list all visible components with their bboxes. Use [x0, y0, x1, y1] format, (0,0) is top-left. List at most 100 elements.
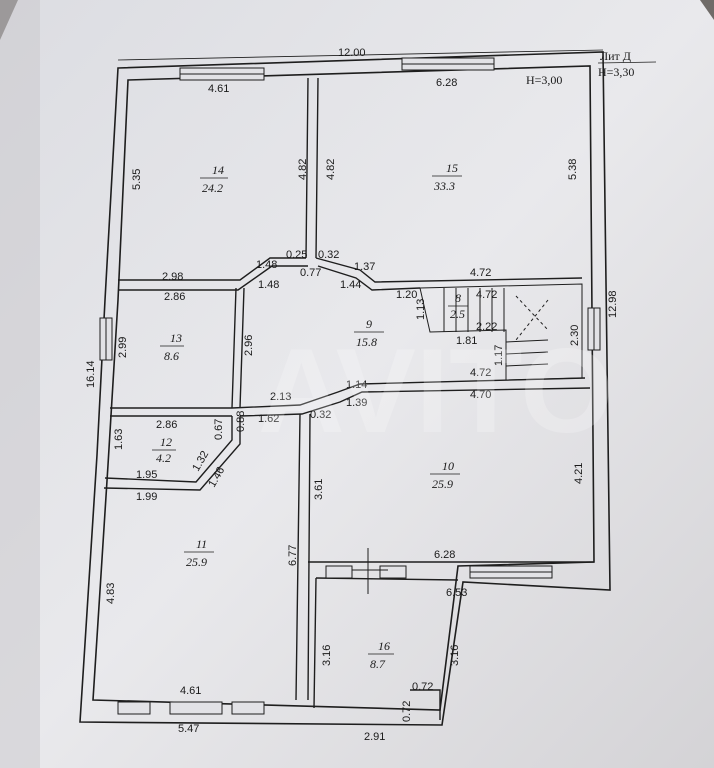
room-8-number: 8 [455, 291, 461, 305]
dim-left-total: 16.14 [85, 360, 97, 388]
dim-472b: 4.72 [476, 289, 497, 301]
window-bottom-10b [379, 565, 407, 579]
dim-088: 0.88 [235, 411, 247, 432]
wall-top-row-bottom-inner [118, 265, 421, 291]
windows [99, 57, 601, 715]
entrance-mark [352, 548, 388, 594]
dim-137: 1.37 [354, 261, 375, 273]
room-15-number: 15 [446, 161, 458, 175]
wall-top-row-bottom [118, 257, 583, 283]
closet-16 [410, 689, 441, 720]
dim-291: 2.91 [364, 731, 385, 743]
room-12-area: 4.2 [156, 451, 171, 465]
dim-472c: 4.72 [470, 367, 491, 379]
dim-677: 6.77 [287, 545, 299, 566]
wall-9-10 [231, 377, 591, 417]
dim-r15-height: 5.38 [567, 159, 579, 180]
lit-label: Лит Д [600, 49, 631, 63]
height-outer: H=3,30 [598, 65, 634, 79]
dim-547: 5.47 [178, 723, 199, 735]
room-13-area: 8.6 [164, 349, 179, 363]
dim-470: 4.70 [470, 389, 491, 401]
dim-472a: 4.72 [470, 267, 491, 279]
room-11-area: 25.9 [186, 555, 207, 569]
dim-072b: 0.72 [401, 701, 413, 722]
dim-114: 1.14 [346, 379, 367, 391]
dim-077: 0.77 [300, 267, 321, 279]
room-15-area: 33.3 [433, 179, 455, 193]
dim-148b: 1.48 [258, 279, 279, 291]
dim-361: 3.61 [313, 479, 325, 500]
dim-right-total: 12.98 [607, 290, 619, 318]
wall-12-11 [103, 416, 241, 491]
dim-421: 4.21 [573, 463, 585, 484]
dim-628b: 6.28 [434, 549, 455, 561]
dim-r14-partition: 4.82 [297, 159, 309, 180]
dim-120: 1.20 [396, 289, 417, 301]
room-11-number: 11 [196, 537, 207, 551]
dim-299: 2.99 [117, 337, 129, 358]
dim-296: 2.96 [243, 335, 255, 356]
dim-r14-height: 5.35 [131, 169, 143, 190]
window-bottom-11b [169, 701, 223, 715]
room-9-number: 9 [366, 317, 372, 331]
room-14-number: 14 [212, 163, 224, 177]
partitions [103, 77, 594, 720]
dim-139: 1.39 [346, 397, 367, 409]
dim-199: 1.99 [136, 491, 157, 503]
dim-top-right: 6.28 [436, 77, 457, 89]
room-16-number: 16 [378, 639, 390, 653]
room-12-number: 12 [160, 435, 172, 449]
window-bottom-10a [325, 565, 353, 579]
dim-286b: 2.86 [156, 419, 177, 431]
dim-025: 0.25 [286, 249, 307, 261]
window-bottom-11c [231, 701, 265, 715]
dim-r14-bottom: 2.98 [162, 271, 183, 283]
dim-117: 1.17 [493, 345, 505, 366]
watermark: AVITO [258, 324, 614, 458]
dim-032b: 0.32 [310, 409, 331, 421]
wall-13-12 [110, 407, 232, 417]
room-8-area: 2.5 [450, 307, 465, 321]
room-9-area: 15.8 [356, 335, 377, 349]
paper-shadow-left [0, 0, 40, 768]
dim-top-left: 4.61 [208, 83, 229, 95]
dim-316a: 3.16 [321, 645, 333, 666]
dim-144: 1.44 [340, 279, 361, 291]
dim-top-total: 12.00 [338, 47, 366, 59]
top-dimension-line [117, 49, 604, 61]
dim-072a: 0.72 [412, 681, 433, 693]
window-bottom-11a [117, 701, 151, 715]
dim-653: 6.53 [446, 587, 467, 599]
height-inner: H=3,00 [526, 73, 562, 87]
dim-067: 0.67 [213, 419, 225, 440]
dim-213: 2.13 [270, 391, 291, 403]
wall-11-10 [295, 413, 311, 701]
room-10-area: 25.9 [432, 477, 453, 491]
dim-222: 2.22 [476, 321, 497, 333]
dim-032a: 0.32 [318, 249, 339, 261]
wall-13-9 [231, 287, 245, 409]
dim-483: 4.83 [105, 583, 117, 604]
room-labels: 14 24.2 15 33.3 13 8.6 9 15.8 8 2.5 12 4… [152, 161, 468, 671]
stairs [419, 283, 583, 381]
room-14-area: 24.2 [202, 181, 223, 195]
dim-163: 1.63 [113, 429, 125, 450]
dim-195: 1.95 [136, 469, 157, 481]
dim-148a: 1.48 [256, 259, 277, 271]
dim-r15-partition: 4.82 [325, 159, 337, 180]
dim-316b: 3.16 [449, 645, 461, 666]
room-13-number: 13 [170, 331, 182, 345]
dim-286a: 2.86 [164, 291, 185, 303]
room-16-area: 8.7 [370, 657, 386, 671]
room-10-number: 10 [442, 459, 454, 473]
dim-181: 1.81 [456, 335, 477, 347]
dim-162: 1.62 [258, 413, 279, 425]
dim-113: 1.13 [415, 299, 427, 320]
dim-230: 2.30 [569, 325, 581, 346]
lit-underline [597, 61, 657, 64]
wall-16-left [313, 577, 317, 709]
dim-461b: 4.61 [180, 685, 201, 697]
